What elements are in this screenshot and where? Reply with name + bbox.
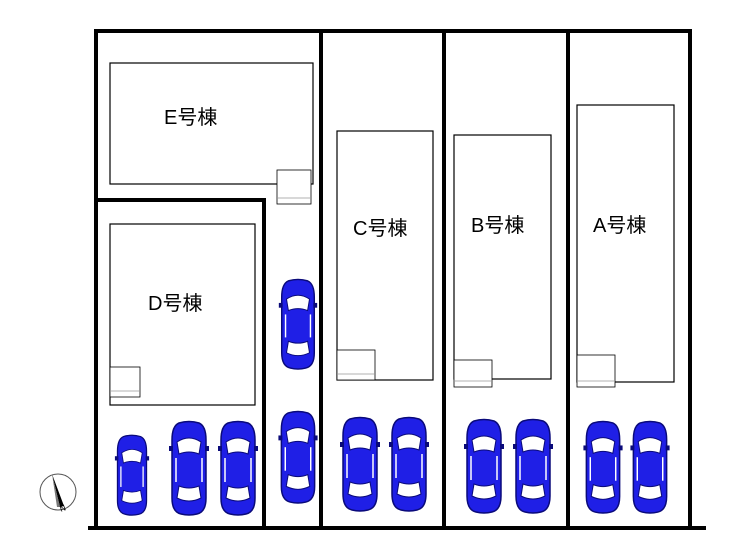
building-a xyxy=(576,104,675,383)
car-icon xyxy=(513,418,553,514)
building-c xyxy=(336,130,434,381)
car-icon xyxy=(464,418,504,514)
building-b-entry xyxy=(453,359,493,388)
building-b xyxy=(453,134,552,380)
building-a-entry xyxy=(576,354,616,388)
building-c-entry xyxy=(336,349,376,381)
building-d-label: D号棟 xyxy=(148,293,203,315)
car-icon xyxy=(630,420,670,514)
car-icon xyxy=(278,278,318,370)
car-icon xyxy=(278,410,318,504)
building-b-label: B号棟 xyxy=(471,215,525,237)
building-a-label: A号棟 xyxy=(593,215,647,237)
building-e-entry xyxy=(276,169,312,205)
car-icon xyxy=(340,416,380,512)
building-e-label: E号棟 xyxy=(164,107,218,129)
car-icon xyxy=(218,420,258,516)
building-e xyxy=(109,62,314,185)
car-icon xyxy=(114,434,150,516)
lot-d-boundary xyxy=(94,198,266,530)
car-icon xyxy=(169,420,209,516)
building-d-entry xyxy=(109,366,141,398)
car-icon xyxy=(389,416,429,512)
compass-icon xyxy=(39,473,77,511)
car-icon xyxy=(583,420,623,514)
building-c-label: C号棟 xyxy=(353,218,408,240)
